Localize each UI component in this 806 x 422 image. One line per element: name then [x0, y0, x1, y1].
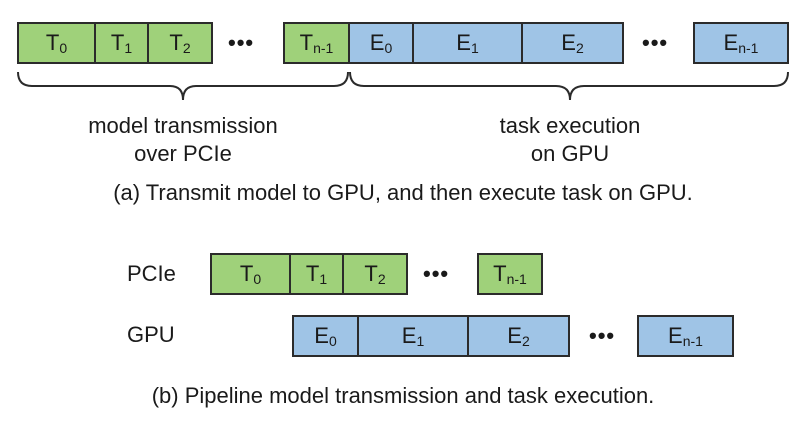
box-label: T — [239, 261, 254, 286]
brace-right-line1: task execution — [499, 113, 641, 138]
box-label: E — [668, 323, 683, 348]
box-label: E — [507, 323, 522, 348]
box-label: T — [299, 30, 314, 55]
brace-left-line2: over PCIe — [134, 141, 232, 166]
box-label: T — [169, 30, 183, 55]
box-label: E — [723, 30, 739, 55]
brace-left-line1: model transmission — [88, 113, 278, 138]
a-exec-ellipsis: ••• — [642, 30, 669, 55]
b-transmit-ellipsis: ••• — [423, 261, 450, 286]
brace-right-line2: on GPU — [530, 141, 610, 166]
box-label: E — [561, 30, 576, 55]
box-label: T — [45, 30, 60, 55]
row-label-pcie: PCIe — [127, 261, 176, 286]
box-label: T — [364, 261, 378, 286]
box-label: E — [456, 30, 471, 55]
row-label-gpu: GPU — [127, 322, 175, 347]
box-label: T — [493, 261, 507, 286]
box-label: T — [110, 30, 125, 55]
box-label: E — [369, 30, 385, 55]
box-label: T — [305, 261, 320, 286]
box-label: E — [401, 323, 417, 348]
box-label: E — [314, 323, 329, 348]
brace-right — [349, 71, 789, 101]
brace-left — [17, 71, 349, 101]
caption-b: (b) Pipeline model transmission and task… — [151, 383, 655, 408]
a-transmit-ellipsis: ••• — [228, 30, 255, 55]
b-exec-ellipsis: ••• — [589, 323, 616, 348]
brace-right-label: task execution on GPU — [470, 112, 670, 168]
brace-left-label: model transmission over PCIe — [83, 112, 283, 168]
caption-a: (a) Transmit model to GPU, and then exec… — [113, 180, 693, 205]
